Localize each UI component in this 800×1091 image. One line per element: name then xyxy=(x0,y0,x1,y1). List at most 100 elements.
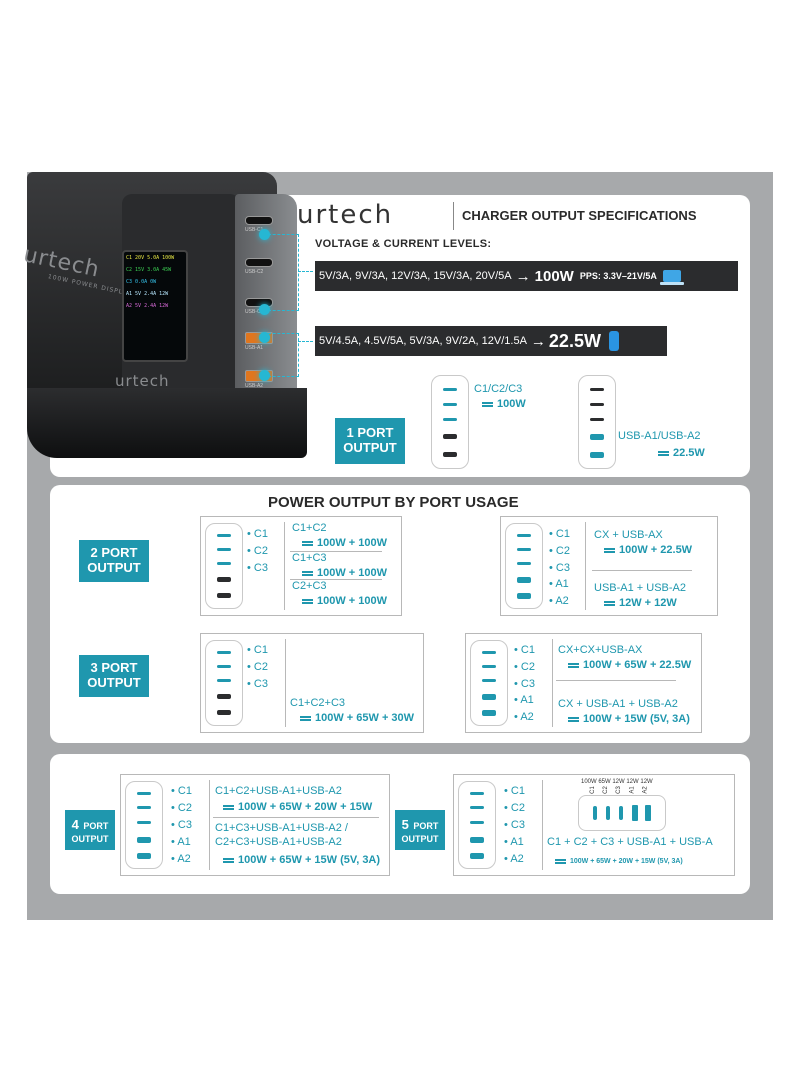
two-port-mixed-box: C1 C2 C3 A1 A2 CX + USB-AX 100W + 22.5W … xyxy=(500,516,718,616)
one-port-c-label: C1/C2/C3 xyxy=(474,383,523,395)
port-label-c2: C2 xyxy=(504,802,525,814)
port-label-c1: C1 xyxy=(171,785,192,797)
voltage-heading: VOLTAGE & CURRENT LEVELS: xyxy=(315,238,492,250)
page-title: CHARGER OUTPUT SPECIFICATIONS xyxy=(462,208,697,223)
one-port-c-watt: 100W xyxy=(482,398,526,410)
port-label-c3: C3 xyxy=(549,562,570,574)
combo-watt: 100W + 15W (5V, 3A) xyxy=(568,713,690,725)
port-label-c1: C1 xyxy=(549,528,570,540)
usb-c3-label: USB-C3 xyxy=(245,309,264,315)
combo-label: USB-A1 + USB-A2 xyxy=(594,582,687,594)
connector-usba xyxy=(268,333,299,377)
combo-watt: 100W + 100W xyxy=(302,567,387,579)
mini-label-c2: C2 xyxy=(602,786,609,794)
port-stack-icon xyxy=(205,640,243,726)
connector-usba-link xyxy=(298,341,313,342)
port-label-c3: C3 xyxy=(514,678,535,690)
mini-port-stack-icon xyxy=(578,795,666,831)
port-stack-icon xyxy=(125,781,163,869)
four-port-box: C1 C2 C3 A1 A2 C1+C2+USB-A1+USB-A2 100W … xyxy=(120,774,390,876)
usbc-port-stack-icon xyxy=(431,375,469,469)
usb-a2-label: USB-A2 xyxy=(245,383,264,389)
display-row: C1 20V 5.0A 100W xyxy=(126,255,175,261)
port-stack-icon xyxy=(505,523,543,609)
usba-arrow: → xyxy=(530,332,546,350)
usbc-arrow: → xyxy=(515,267,531,285)
usbc-max: 100W xyxy=(534,267,574,285)
charger-display: C1 20V 5.0A 100W C2 15V 3.0A 45W C3 0.0A… xyxy=(122,250,188,362)
combo-label: C1+C3 xyxy=(292,552,327,564)
charger-image: urtech 100W POWER DISPLAY C1 20V 5.0A 10… xyxy=(21,172,317,462)
port-label-c2: C2 xyxy=(247,661,268,673)
mini-label-a1: A1 xyxy=(629,786,636,794)
combo-watt: 100W + 22.5W xyxy=(604,544,692,556)
charger-base-brand: urtech xyxy=(115,372,170,390)
display-row: C2 15V 3.0A 45W xyxy=(126,267,172,273)
port-label-c2: C2 xyxy=(514,661,535,673)
five-port-top-watts: 100W 65W 12W 12W 12W xyxy=(581,779,653,785)
combo-watt: 100W + 65W + 22.5W xyxy=(568,659,691,671)
port-label-c1: C1 xyxy=(247,644,268,656)
port-label-a2: A2 xyxy=(514,711,533,723)
c3-indicator-dot xyxy=(259,304,270,315)
connector-usbc xyxy=(268,234,299,311)
five-port-badge: 5 PORT OUTPUT xyxy=(395,810,445,850)
port-label-c3: C3 xyxy=(247,562,268,574)
display-row: A2 5V 2.4A 12W xyxy=(126,303,169,309)
combo-label: CX+CX+USB-AX xyxy=(558,644,643,656)
combo-label: C1+C2+C3 xyxy=(290,697,346,709)
brand-logo: urtech xyxy=(297,200,394,230)
three-port-mixed-box: C1 C2 C3 A1 A2 CX+CX+USB-AX 100W + 65W +… xyxy=(465,633,702,733)
mini-label-c1: C1 xyxy=(589,786,596,794)
combo-label: CX + USB-AX xyxy=(594,529,663,541)
usb-a1-label: USB-A1 xyxy=(245,345,264,351)
mini-label-c3: C3 xyxy=(615,786,622,794)
display-row: C3 0.0A 0W xyxy=(126,279,157,285)
laptop-icon xyxy=(659,270,684,285)
port-label-c3: C3 xyxy=(171,819,192,831)
port-label-c2: C2 xyxy=(549,545,570,557)
usba-spec-bar: 5V/4.5A, 4.5V/5A, 5V/3A, 9V/2A, 12V/1.5A… xyxy=(315,326,667,356)
port-label-c2: C2 xyxy=(171,802,192,814)
one-port-a-label: USB-A1/USB-A2 xyxy=(618,430,701,442)
combo-label-alt: C2+C3+USB-A1+USB-A2 xyxy=(215,836,342,848)
combo-label: C2+C3 xyxy=(292,580,327,592)
usba-port-stack-icon xyxy=(578,375,616,469)
one-port-a-watt: 22.5W xyxy=(658,447,705,459)
combo-label: C1+C2 xyxy=(292,522,327,534)
combo-label: C1+C2+USB-A1+USB-A2 xyxy=(215,785,342,797)
port-label-c3: C3 xyxy=(247,678,268,690)
combo-label: C1 + C2 + C3 + USB-A1 + USB-A xyxy=(547,836,713,848)
two-port-c-box: C1 C2 C3 C1+C2 100W + 100W C1+C3 100W + … xyxy=(200,516,402,616)
port-label-a2: A2 xyxy=(549,595,568,607)
connector-usbc-link xyxy=(298,271,313,272)
header-divider xyxy=(453,202,454,230)
port-label-c3: C3 xyxy=(504,819,525,831)
usb-c1-label: USB-C1 xyxy=(245,227,264,233)
port-label-a1: A1 xyxy=(171,836,190,848)
combo-watt: 100W + 100W xyxy=(302,595,387,607)
five-port-box: C1 C2 C3 A1 A2 100W 65W 12W 12W 12W C1 C… xyxy=(453,774,735,876)
charger-base xyxy=(27,388,307,458)
combo-watt: 12W + 12W xyxy=(604,597,677,609)
phone-icon xyxy=(608,331,619,351)
usb-c1-port xyxy=(245,216,273,225)
usb-c2-label: USB-C2 xyxy=(245,269,264,275)
port-label-c1: C1 xyxy=(504,785,525,797)
combo-watt: 100W + 100W xyxy=(302,537,387,549)
combo-label: CX + USB-A1 + USB-A2 xyxy=(558,698,678,710)
combo-watt: 100W + 65W + 30W xyxy=(300,712,414,724)
port-label-c1: C1 xyxy=(247,528,268,540)
a1-indicator-dot xyxy=(259,332,270,343)
usba-levels: 5V/4.5A, 4.5V/5A, 5V/3A, 9V/2A, 12V/1.5A xyxy=(319,335,527,347)
mini-label-a2: A2 xyxy=(642,786,649,794)
usb-c2-port xyxy=(245,258,273,267)
port-label-a2: A2 xyxy=(171,853,190,865)
combo-watt: 100W + 65W + 15W (5V, 3A) xyxy=(223,854,380,866)
combo-label: C1+C3+USB-A1+USB-A2 / xyxy=(215,822,348,834)
usba-max: 22.5W xyxy=(548,330,601,351)
combo-watt: 100W + 65W + 20W + 15W xyxy=(223,801,372,813)
